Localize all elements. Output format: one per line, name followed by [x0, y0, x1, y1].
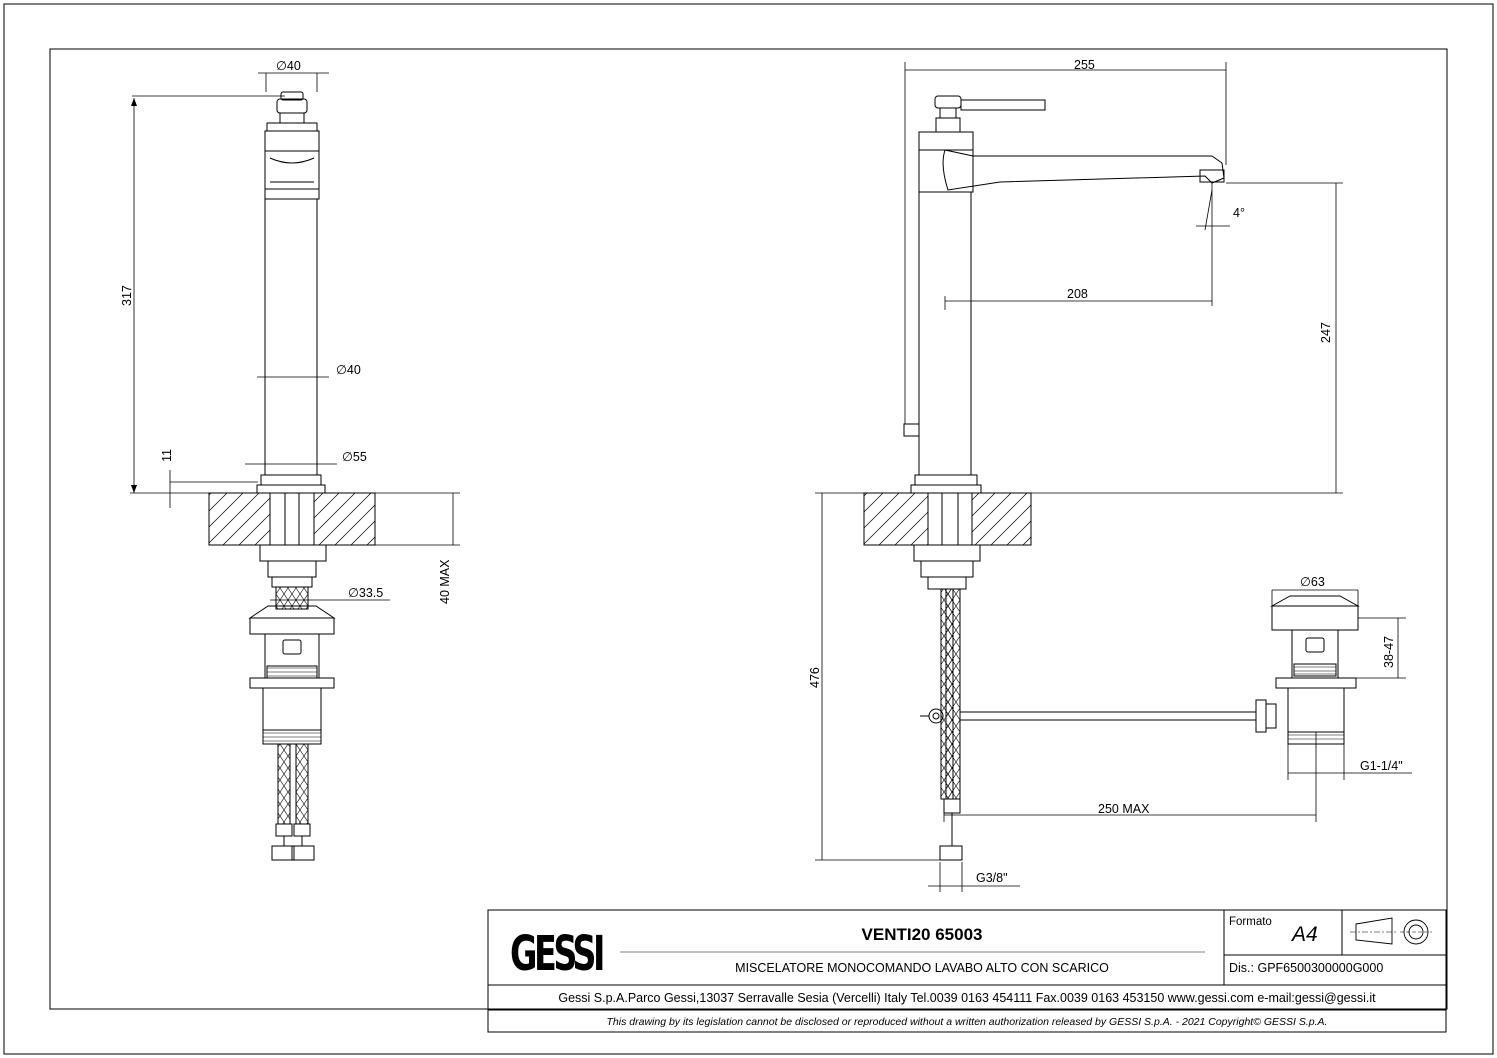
company-info: Gessi S.p.A.Parco Gessi,13037 Serravalle…: [558, 991, 1376, 1005]
dim-plug-diameter: ∅63: [1300, 575, 1325, 589]
dim-spout-angle: 4°: [1233, 206, 1245, 220]
dim-total-height: 317: [120, 285, 134, 306]
dim-top-diameter: ∅40: [276, 59, 301, 73]
product-description: MISCELATORE MONOCOMANDO LAVABO ALTO CON …: [735, 961, 1109, 975]
front-view-dimensions: [815, 62, 1412, 892]
format-label: Formato: [1229, 916, 1272, 928]
dim-plug-height: 38-47: [1382, 636, 1396, 668]
dim-body-diameter: ∅40: [336, 363, 361, 377]
dim-base-height: 11: [160, 449, 174, 462]
side-view-dimensions: [130, 72, 460, 601]
gessi-logo: GESSI: [510, 926, 603, 982]
side-view: [208, 91, 376, 861]
dim-rod-length: 250 MAX: [1098, 802, 1150, 816]
front-view: [863, 95, 1360, 861]
legal-notice: This drawing by its legislation cannot b…: [607, 1016, 1328, 1028]
dim-connection: G3/8": [976, 871, 1008, 885]
drawing-number: Dis.: GPF6500300000G000: [1229, 961, 1383, 975]
dim-thread: G1-1/4": [1360, 759, 1403, 773]
dim-spout-reach: 208: [1067, 287, 1088, 301]
dim-overall-width: 255: [1074, 58, 1095, 72]
drawing-frame: [49, 48, 1448, 1010]
title-block: [487, 909, 1447, 1033]
dim-base-diameter: ∅55: [342, 450, 367, 464]
product-title: VENTI20 65003: [862, 925, 983, 944]
dim-spout-height: 247: [1319, 322, 1333, 343]
outer-border: [3, 3, 1494, 1055]
dim-tail-diameter: ∅33.5: [348, 586, 383, 600]
format-value: A4: [1290, 923, 1318, 946]
dim-deck-thickness: 40 MAX: [438, 559, 452, 604]
dim-hose-length: 476: [808, 667, 822, 688]
